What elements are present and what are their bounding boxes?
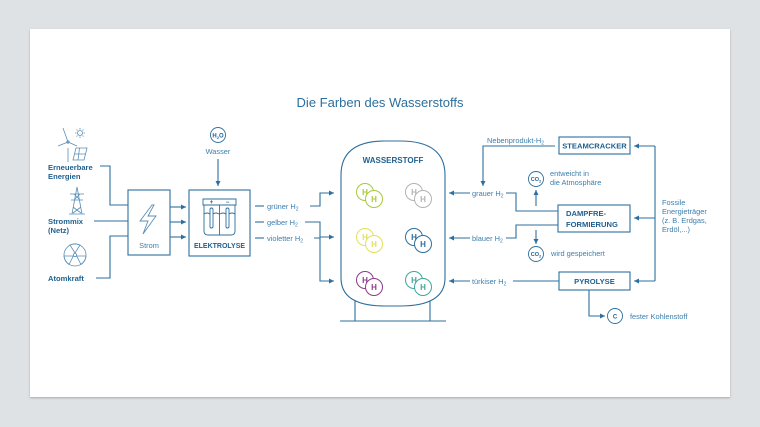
co2-released-symbol: CO2 xyxy=(531,177,542,184)
atom-label: H xyxy=(371,195,377,204)
source-renewables-label-2: Energien xyxy=(48,172,81,181)
atom-circle xyxy=(414,278,432,296)
output-yellow-label: gelber H2 xyxy=(267,218,298,229)
electrolysis-minus: − xyxy=(226,200,230,206)
co2-stored-label: wird gespeichert xyxy=(550,249,605,258)
carbon-symbol: C xyxy=(613,315,618,321)
hydrogen-tank xyxy=(340,140,446,307)
fossil-label-1: Fossile xyxy=(662,198,685,207)
atom-label: H xyxy=(362,276,368,285)
electrolysis-cell-icon xyxy=(202,198,237,236)
carbon-label: fester Kohlenstoff xyxy=(630,312,688,321)
pyrolysis-label: PYROLYSE xyxy=(574,277,615,286)
carbon-circle xyxy=(607,308,623,324)
source-grid-label-1: Strommix xyxy=(48,217,84,226)
atom-label: H xyxy=(371,240,377,249)
water-circle xyxy=(210,127,226,143)
atom-label: H xyxy=(420,195,426,204)
source-grid-label-2: (Netz) xyxy=(48,226,70,235)
output-turquoise-label: türkiser H2 xyxy=(472,277,507,288)
wind-solar-icon xyxy=(57,127,88,162)
h2-molecule-grey: HH xyxy=(405,183,432,208)
atom-label: H xyxy=(420,283,426,292)
electrolysis-label: ELEKTROLYSE xyxy=(194,243,245,250)
power-pylon-icon xyxy=(69,186,85,215)
atom-circle xyxy=(365,190,383,208)
atom-circle xyxy=(414,235,432,253)
co2-released-label-2: die Atmosphäre xyxy=(550,178,601,187)
output-green-label: grüner H2 xyxy=(267,202,299,213)
atom-label: H xyxy=(411,276,417,285)
co2-released-label-1: entweicht in xyxy=(550,169,589,178)
source-nuclear-label: Atomkraft xyxy=(48,274,84,283)
steamcracker-label: STEAMCRACKER xyxy=(562,142,627,151)
atom-label: H xyxy=(411,233,417,242)
atom-label: H xyxy=(362,233,368,242)
page-title: Die Farben des Wasserstoffs xyxy=(297,95,464,110)
atom-label: H xyxy=(362,188,368,197)
output-violet-label: violetter H2 xyxy=(267,234,303,245)
fossil-label-4: Erdöl,...) xyxy=(662,225,690,234)
co2-released-circle xyxy=(528,171,544,187)
atom-circle xyxy=(365,235,383,253)
atom-circle xyxy=(414,190,432,208)
water-symbol: H2O xyxy=(212,134,224,141)
steam-reforming-label-2: FORMIERUNG xyxy=(566,220,618,229)
h2-molecule-blue: HH xyxy=(405,228,432,253)
h2-molecule-yellow: HH xyxy=(356,228,383,253)
radiation-icon xyxy=(63,243,87,267)
h2-molecule-green: HH xyxy=(356,183,383,208)
output-blue-label: blauer H2 xyxy=(472,234,503,245)
atom-label: H xyxy=(420,240,426,249)
steamcracker-box xyxy=(558,136,631,155)
fossil-label-3: (z. B. Erdgas, xyxy=(662,216,707,225)
co2-stored-circle xyxy=(528,246,544,262)
h2-molecule-turquoise: HH xyxy=(405,271,432,296)
fossil-label-2: Energieträger xyxy=(662,207,707,216)
atom-circle xyxy=(365,278,383,296)
byproduct-label: Nebenprodukt-H2 xyxy=(487,136,544,147)
steam-reforming-label-1: DAMPFRE- xyxy=(566,209,607,218)
tank-label: WASSERSTOFF xyxy=(363,156,424,165)
pyrolysis-box xyxy=(558,271,631,291)
h2-molecule-violet: HH xyxy=(356,271,383,296)
atom-label: H xyxy=(411,188,417,197)
lightning-icon xyxy=(139,204,157,235)
source-renewables-label-1: Erneuerbare xyxy=(48,163,93,172)
atom-label: H xyxy=(371,283,377,292)
strom-label: Strom xyxy=(139,241,159,250)
output-grey-label: grauer H2 xyxy=(472,189,504,200)
steam-reforming-box xyxy=(557,204,631,233)
electrolysis-plus: + xyxy=(210,200,214,206)
water-label: Wasser xyxy=(206,147,231,156)
co2-stored-symbol: CO2 xyxy=(531,252,542,259)
